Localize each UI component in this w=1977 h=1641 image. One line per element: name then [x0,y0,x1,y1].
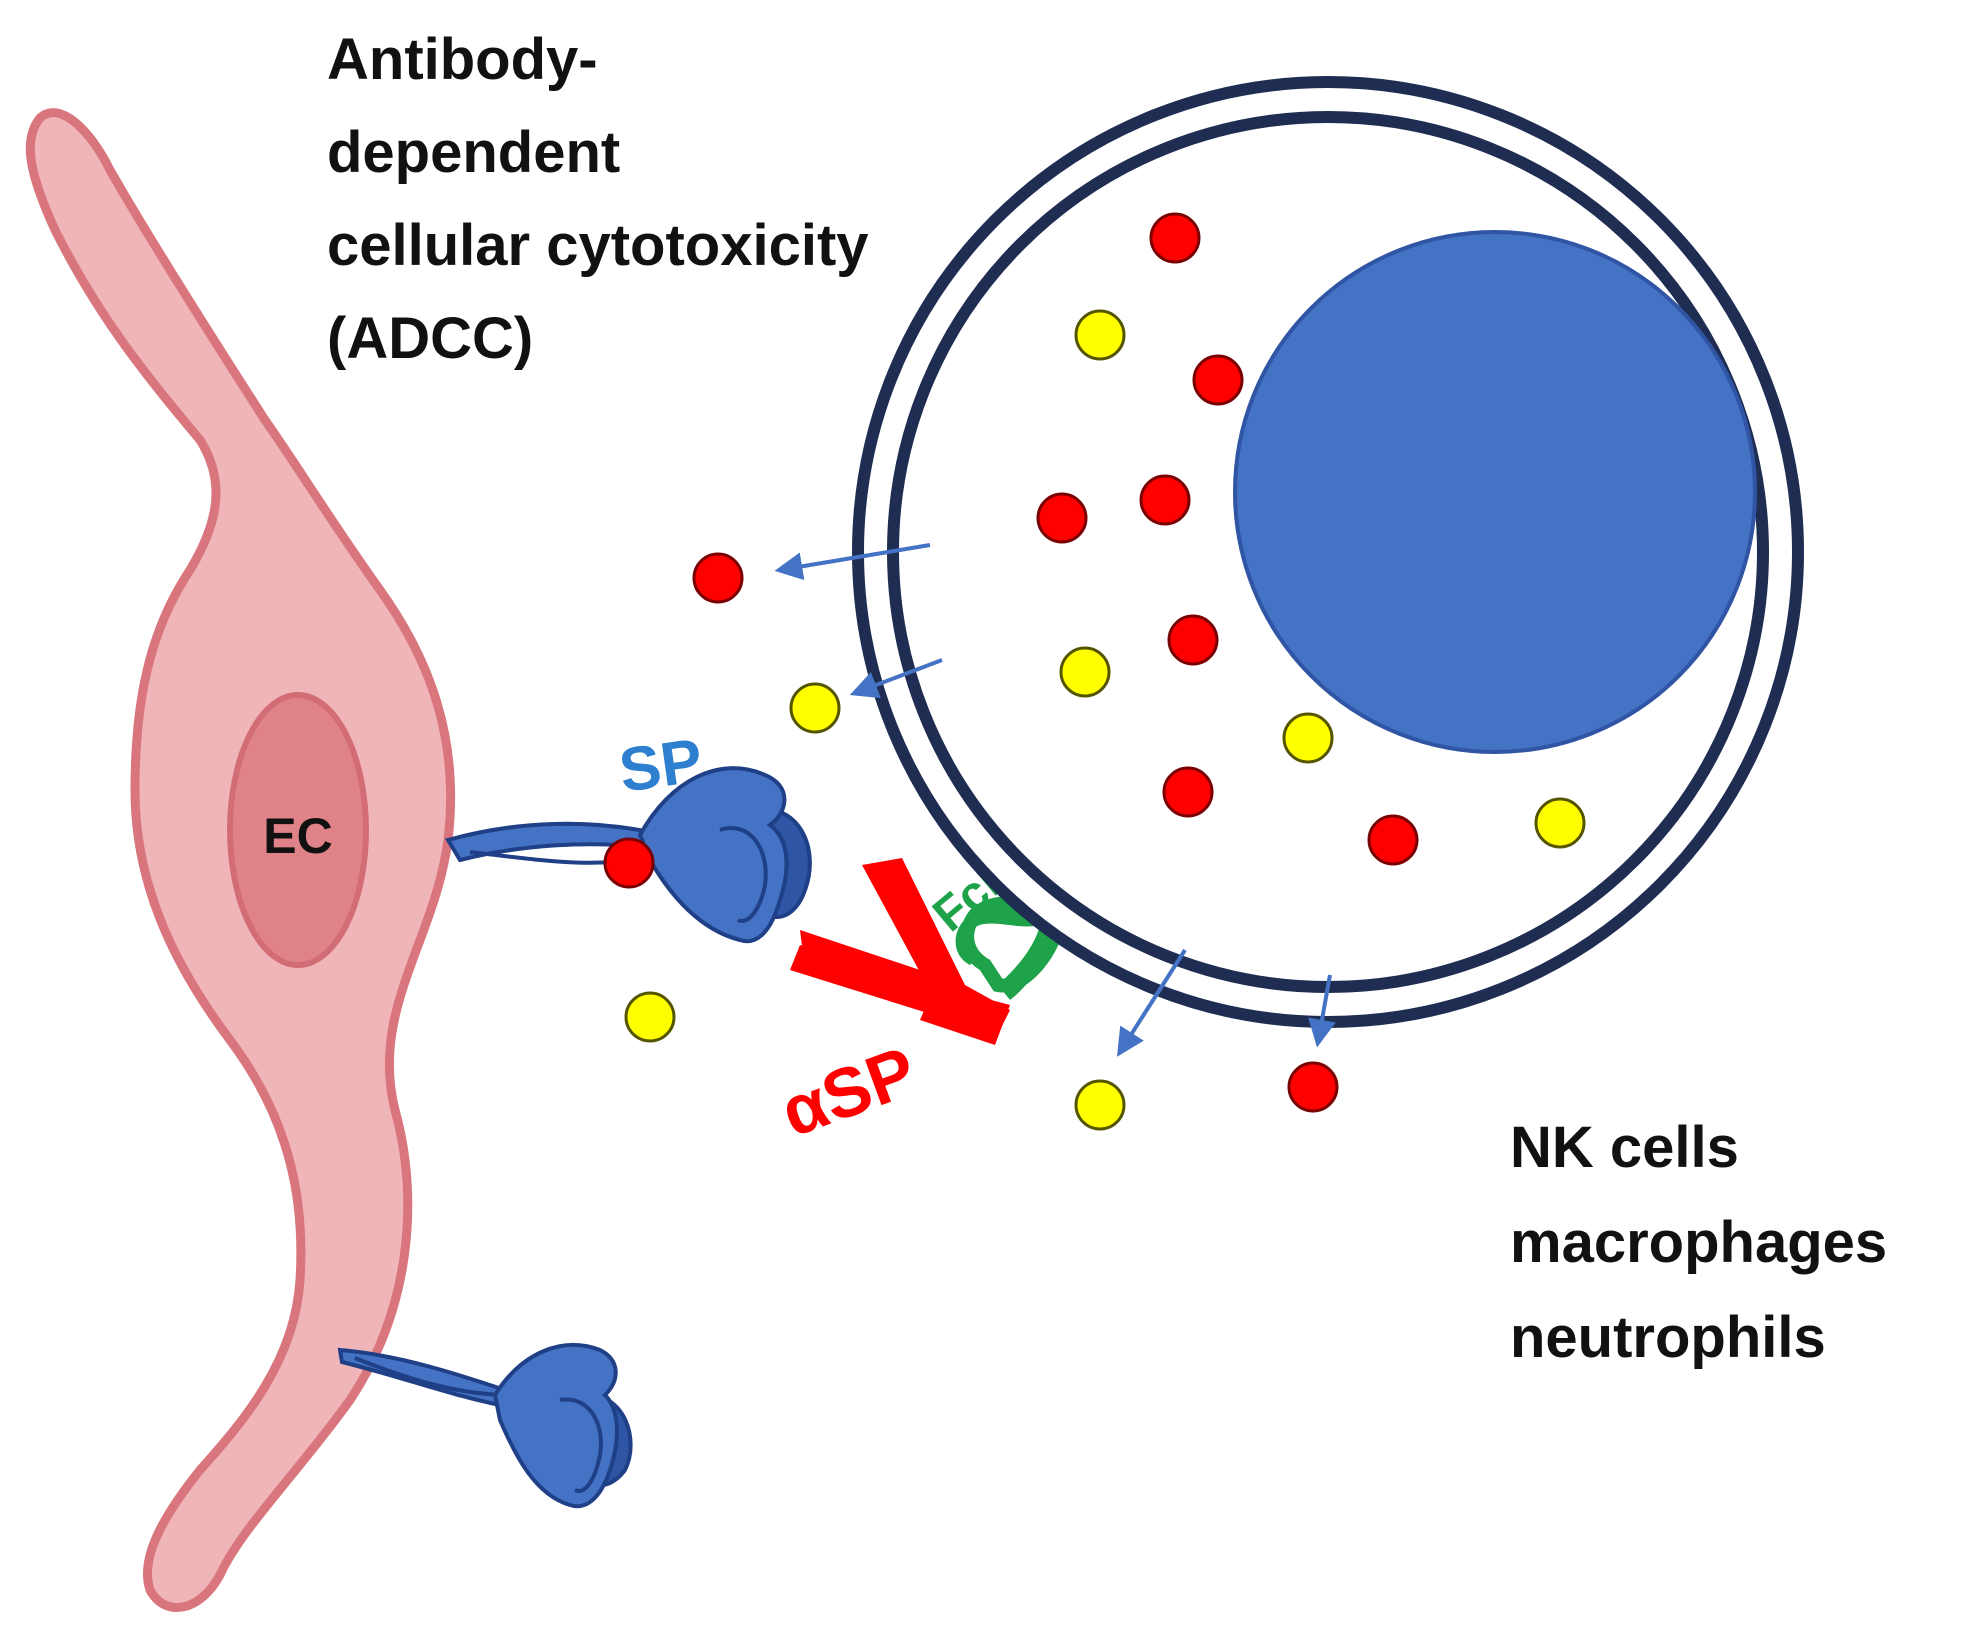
fc-receptor-shape [955,842,1090,1000]
title-line-1: Antibody- [327,27,598,92]
effector-type-nk: NK cells [1510,1115,1739,1180]
effector-cell-types: NK cells macrophages neutrophils [1510,1115,1887,1370]
spike-head-lobe [719,826,768,923]
asp-label: αSP [771,1032,926,1152]
title-line-3: cellular cytotoxicity [327,213,869,278]
antibody-arm-left [790,945,960,1020]
granule-yellow-icon [1074,1079,1126,1131]
arrow-icon [849,658,943,699]
granule-yellow-icon [1534,797,1586,849]
endothelial-cell-icon [25,108,456,1612]
antibody-arm-right [862,858,965,1000]
granule-red-icon [1139,474,1191,526]
granule-yellow-icon [624,991,676,1043]
granule-icon [603,837,655,889]
granule-red-icon [1192,354,1244,406]
spike-head-lower-lobe [559,1397,603,1493]
granule-red-icon [1149,212,1201,264]
fc-receptor-arm [960,896,1068,993]
antibody-icon [790,858,1010,1045]
title-line-2: dependent [327,120,620,185]
granule-red-icon [1167,614,1219,666]
effector-type-neutrophils: neutrophils [1510,1305,1826,1370]
spike-protein-lower-icon [337,1343,633,1509]
effector-type-macrophages: macrophages [1510,1210,1887,1275]
sp-label: SP [615,726,707,806]
arrow-icon [1308,974,1336,1048]
granule-yellow-icon [789,682,841,734]
arrow-icon [1116,948,1187,1057]
granule-red-icon [1367,814,1419,866]
endothelial-nucleus [227,692,369,968]
spike-head [637,766,789,944]
spike-head-lower [492,1343,619,1509]
granules [624,212,1586,1131]
antibody-stem [920,985,1010,1045]
granule-red-icon [1036,492,1088,544]
granule-yellow-icon [1074,309,1126,361]
granule-red-icon [1287,1061,1339,1113]
effector-nucleus [1233,230,1757,754]
granule-yellow-icon [1059,646,1111,698]
spike-stalk-lower-twist [354,1356,511,1397]
ec-label: EC [263,808,332,864]
release-arrows [774,543,1336,1057]
fc-receptor-icon [955,842,1090,1000]
diagram-title: Antibody- dependent cellular cytotoxicit… [327,27,869,371]
spike-protein-icon [444,766,812,944]
title-line-4: (ADCC) [327,306,533,371]
effector-cell-icon [852,76,1804,1028]
granule-red-icon [692,552,744,604]
granule-red-icon [1162,766,1214,818]
granule-yellow-icon [1282,712,1334,764]
arrow-icon [774,543,931,581]
